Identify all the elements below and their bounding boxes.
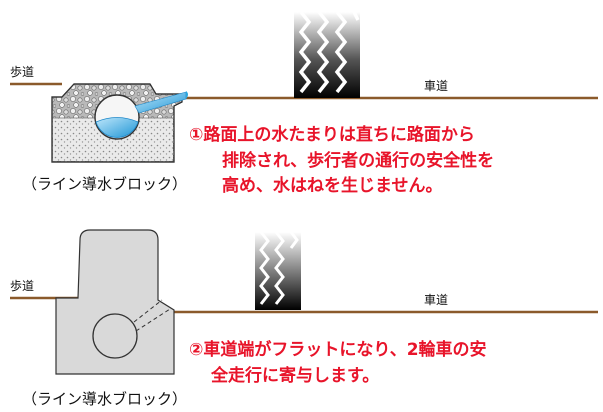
sidewalk-label: 歩道 — [10, 64, 34, 79]
drainage-block — [55, 229, 175, 375]
block-caption: （ライン導水ブロック） — [22, 175, 187, 193]
road-label: 車道 — [424, 79, 448, 93]
note-line-1: ②車道端がフラットになり、2輪車の安 — [189, 339, 487, 360]
note-line-1: ①路面上の水たまりは直ちに路面から — [189, 124, 475, 145]
road-label: 車道 — [424, 293, 448, 307]
block-caption: （ライン導水ブロック） — [22, 390, 187, 408]
water-flow-icon — [134, 91, 188, 114]
tire-tread-icon — [255, 231, 301, 310]
panel-1: 歩道 車道 — [10, 10, 598, 196]
drainage-block — [51, 83, 188, 163]
sidewalk-label: 歩道 — [10, 278, 34, 293]
panel-2: 歩道 車道 （ライン導水ブロック） ②車道端がフラットになり、2輪車の安 全走行… — [10, 229, 598, 408]
note-line-2: 排除され、歩行者の通行の安全性を — [222, 150, 494, 171]
note-line-2: 全走行に寄与します。 — [210, 365, 379, 386]
tire-tread-icon — [294, 10, 360, 98]
note-line-3: 高め、水はねを生じません。 — [222, 175, 443, 196]
drain-pipe — [92, 313, 138, 359]
